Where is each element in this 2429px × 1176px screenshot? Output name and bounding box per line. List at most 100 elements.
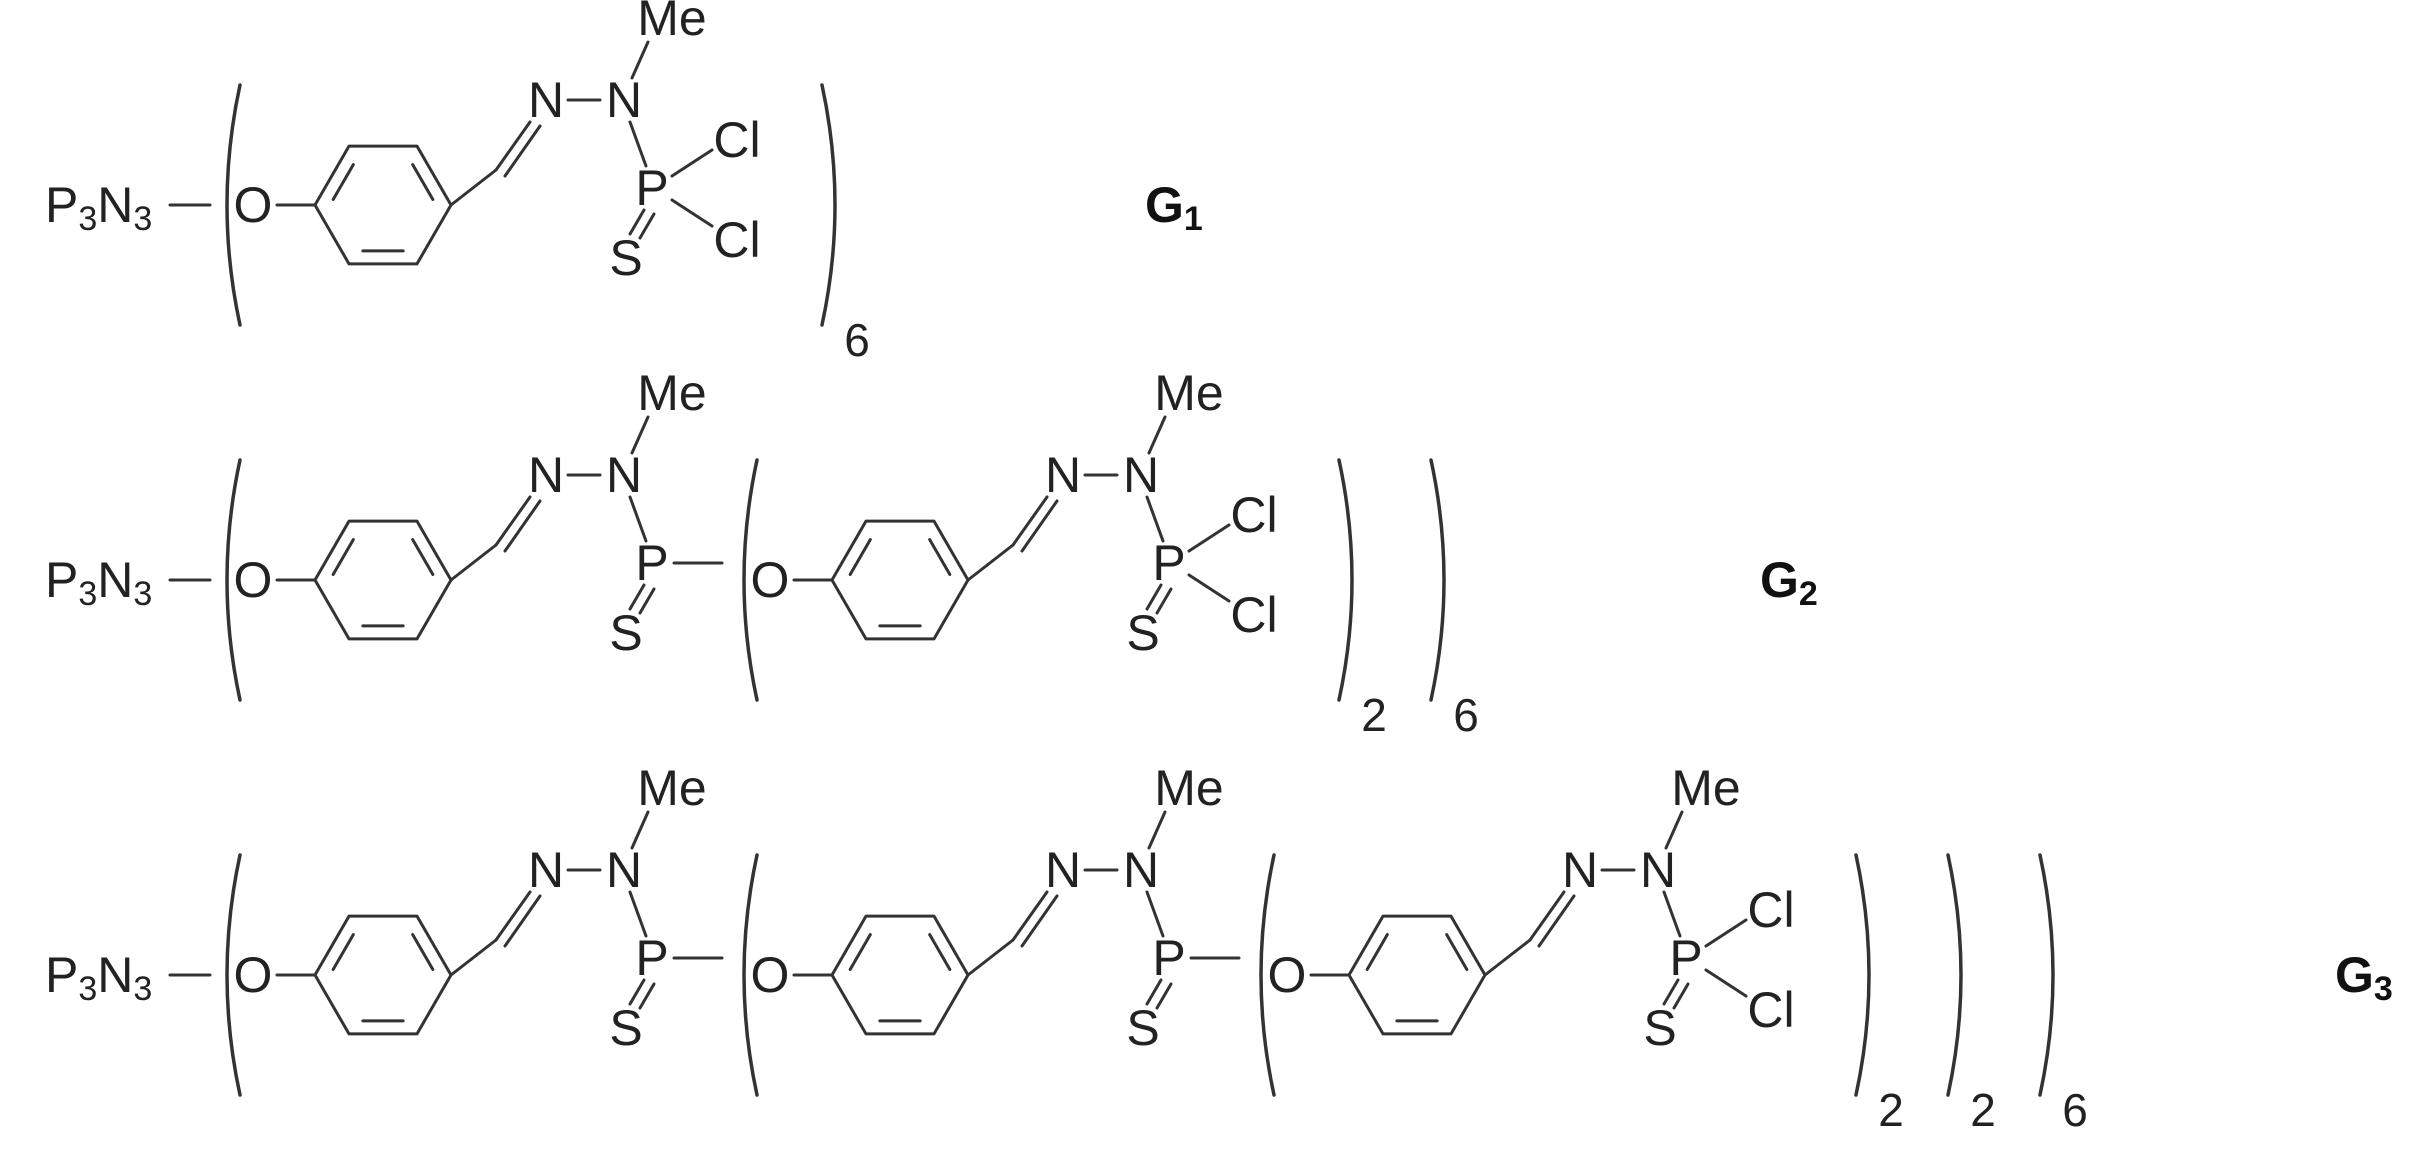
ring-ch-bond <box>449 168 498 207</box>
ch-n-double <box>503 124 542 178</box>
ring-double-bond <box>331 933 355 971</box>
p-s-double <box>1155 587 1173 615</box>
close-parenthesis <box>1429 458 1446 702</box>
p-s-bond <box>628 208 646 236</box>
core-p3n3: P3N3 <box>45 552 152 613</box>
close-parenthesis <box>820 83 837 327</box>
ring-double-bond <box>848 538 872 576</box>
compound-label: G3 <box>2335 947 2393 1008</box>
ch-n-bond <box>1011 495 1049 547</box>
ring-ch-bond <box>449 543 498 582</box>
methyl-group: Me <box>637 0 706 46</box>
benzene-ring <box>313 144 453 266</box>
p-s-bond <box>1662 978 1680 1006</box>
p-cl-bond <box>1187 573 1231 603</box>
hydrazine-nitrogen: N <box>1123 842 1159 898</box>
ch-n-bond <box>1528 890 1566 942</box>
ring-outline <box>830 914 970 1036</box>
benzene-ring <box>830 914 970 1036</box>
p-cl-bond <box>1704 918 1748 948</box>
ch-n-double <box>1020 499 1059 553</box>
close-parenthesis <box>1337 458 1354 702</box>
n-me-bond <box>630 415 650 455</box>
ch-n-bond <box>1011 890 1049 942</box>
ring-double-bond <box>411 163 435 201</box>
chlorine-atom: Cl <box>1230 487 1277 543</box>
close-parenthesis <box>1854 853 1871 1097</box>
n-p-bond <box>628 495 648 543</box>
hydrazine-nitrogen: N <box>606 447 642 503</box>
ring-outline <box>1347 914 1487 1036</box>
ch-n-bond <box>494 890 532 942</box>
p-s-double <box>638 982 656 1010</box>
open-parenthesis <box>225 83 242 327</box>
phosphorus-atom: P <box>635 535 668 591</box>
benzene-ring <box>313 914 453 1036</box>
methyl-group: Me <box>1154 365 1223 421</box>
imine-nitrogen: N <box>528 72 564 128</box>
ring-ch-bond <box>966 938 1015 977</box>
chlorine-atom: Cl <box>1747 882 1794 938</box>
open-parenthesis <box>742 853 759 1097</box>
open-parenthesis <box>225 853 242 1097</box>
open-parenthesis <box>1259 853 1276 1097</box>
ring-double-bond <box>331 538 355 576</box>
ring-double-bond <box>1445 933 1469 971</box>
oxygen-atom: O <box>234 177 273 233</box>
core-p3n3: P3N3 <box>45 947 152 1008</box>
ch-n-double <box>1020 894 1059 948</box>
p-cl-bond <box>1704 968 1748 998</box>
p-s-bond <box>1145 978 1163 1006</box>
ring-double-bond <box>411 538 435 576</box>
ch-n-bond <box>494 120 532 172</box>
n-me-bond <box>1147 810 1167 850</box>
imine-nitrogen: N <box>528 447 564 503</box>
ring-ch-bond <box>1483 938 1532 977</box>
hydrazine-nitrogen: N <box>606 72 642 128</box>
p-s-bond <box>628 583 646 611</box>
chlorine-atom: Cl <box>713 112 760 168</box>
repeat-count: 2 <box>1878 1084 1904 1136</box>
p-cl-bond <box>670 148 714 178</box>
methyl-group: Me <box>1154 760 1223 816</box>
hydrazine-nitrogen: N <box>1640 842 1676 898</box>
n-p-bond <box>628 120 648 168</box>
p-s-bond <box>628 978 646 1006</box>
sulfur-atom: S <box>1126 605 1159 661</box>
ring-outline <box>313 519 453 641</box>
phosphorus-atom: P <box>1669 930 1702 986</box>
ring-double-bond <box>928 538 952 576</box>
ring-outline <box>313 144 453 266</box>
oxygen-atom: O <box>234 947 273 1003</box>
hydrazine-nitrogen: N <box>1123 447 1159 503</box>
n-me-bond <box>1147 415 1167 455</box>
close-parenthesis <box>2038 853 2055 1097</box>
sulfur-atom: S <box>1643 1000 1676 1056</box>
sulfur-atom: S <box>609 605 642 661</box>
p-s-double <box>638 212 656 240</box>
repeat-count: 2 <box>1970 1084 1996 1136</box>
ch-n-bond <box>494 495 532 547</box>
methyl-group: Me <box>1671 760 1740 816</box>
n-p-bond <box>1145 890 1165 938</box>
n-p-bond <box>628 890 648 938</box>
oxygen-atom: O <box>1268 947 1307 1003</box>
repeat-count: 6 <box>1453 689 1479 741</box>
p-s-double <box>1672 982 1690 1010</box>
core-p3n3: P3N3 <box>45 177 152 238</box>
phosphorus-atom: P <box>1152 930 1185 986</box>
imine-nitrogen: N <box>1562 842 1598 898</box>
n-me-bond <box>630 810 650 850</box>
p-s-double <box>638 587 656 615</box>
sulfur-atom: S <box>609 230 642 286</box>
ring-double-bond <box>848 933 872 971</box>
close-parenthesis <box>1946 853 1963 1097</box>
ch-n-double <box>503 499 542 553</box>
n-p-bond <box>1145 495 1165 543</box>
chlorine-atom: Cl <box>1747 982 1794 1038</box>
